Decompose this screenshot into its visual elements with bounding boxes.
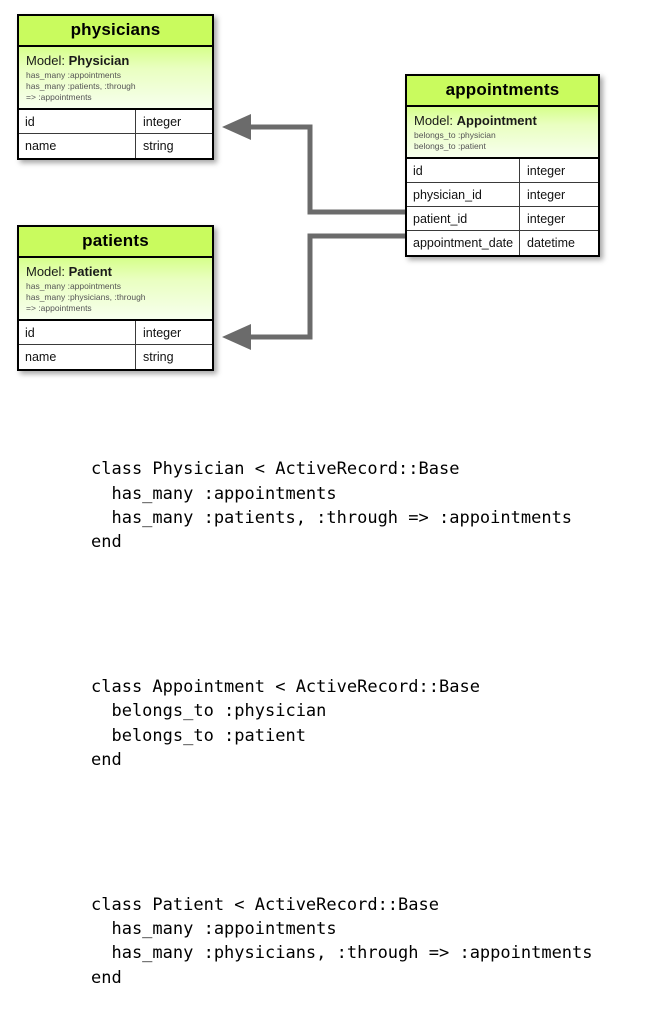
er-model-prefix: Model: — [26, 264, 69, 279]
er-association-line: belongs_to :physician — [414, 130, 496, 140]
er-association-line: => :appointments — [26, 92, 92, 102]
er-model-title: Model: Physician — [26, 53, 205, 68]
code-snippet-patient: class Patient < ActiveRecord::Base has_m… — [91, 895, 593, 988]
er-model-prefix: Model: — [26, 53, 69, 68]
er-model-section: Model: Physician has_many :appointments … — [19, 47, 212, 110]
code-snippet-appointment: class Appointment < ActiveRecord::Base b… — [91, 677, 480, 770]
er-model-name: Appointment — [456, 113, 537, 128]
er-column-type: integer — [527, 211, 566, 226]
er-column-type: integer — [527, 163, 566, 178]
er-column-type: string — [143, 350, 174, 364]
er-column-type: datetime — [527, 236, 575, 250]
er-column-list: id integer physician_id integer patient_… — [407, 159, 598, 255]
code-spacer — [91, 820, 651, 844]
er-column-name: physician_id — [407, 183, 520, 206]
er-model-name: Patient — [68, 264, 112, 279]
relation-arrow-patient-id — [250, 233, 405, 340]
er-column-name: name — [19, 134, 136, 158]
er-table-title: appointments — [407, 76, 598, 107]
er-association-line: has_many :appointments — [26, 70, 121, 80]
er-column-name: name — [19, 345, 136, 369]
code-block: class Physician < ActiveRecord::Base has… — [91, 409, 651, 1014]
arrowhead-patients — [222, 324, 251, 350]
er-table-appointments: appointments Model: Appointment belongs_… — [405, 74, 600, 257]
er-model-section: Model: Appointment belongs_to :physician… — [407, 107, 598, 159]
er-column-name: appointment_date — [407, 231, 520, 255]
er-column-row: id integer — [19, 110, 212, 134]
er-column-type: integer — [527, 187, 566, 202]
er-association-line: => :appointments — [26, 303, 92, 313]
er-model-name: Physician — [68, 53, 130, 68]
er-column-row: name string — [19, 345, 212, 369]
er-column-row: id integer — [407, 159, 598, 183]
er-model-title: Model: Appointment — [414, 113, 591, 128]
er-association-line: has_many :patients, :through — [26, 81, 136, 91]
er-column-type: string — [143, 139, 174, 153]
er-model-section: Model: Patient has_many :appointments ha… — [19, 258, 212, 321]
er-column-name: id — [19, 321, 136, 344]
er-association-line: has_many :physicians, :through — [26, 292, 146, 302]
er-association-line: has_many :appointments — [26, 281, 121, 291]
er-column-type: integer — [143, 114, 182, 129]
er-column-list: id integer name string — [19, 110, 212, 158]
er-column-row: id integer — [19, 321, 212, 345]
er-column-name: id — [407, 159, 520, 182]
er-column-name: patient_id — [407, 207, 520, 230]
er-column-name: id — [19, 110, 136, 133]
code-snippet-physician: class Physician < ActiveRecord::Base has… — [91, 459, 573, 553]
er-table-patients: patients Model: Patient has_many :appoin… — [17, 225, 214, 371]
er-table-title: patients — [19, 227, 212, 258]
er-column-list: id integer name string — [19, 321, 212, 369]
code-spacer — [91, 603, 651, 627]
er-table-physicians: physicians Model: Physician has_many :ap… — [17, 14, 214, 160]
er-model-prefix: Model: — [414, 113, 457, 128]
arrowhead-physicians — [222, 114, 251, 140]
relation-arrow-physician-id — [250, 124, 405, 215]
er-association-line: belongs_to :patient — [414, 141, 486, 151]
er-model-title: Model: Patient — [26, 264, 205, 279]
er-column-row: name string — [19, 134, 212, 158]
er-column-row: patient_id integer — [407, 207, 598, 231]
er-column-row: appointment_date datetime — [407, 231, 598, 255]
er-table-title: physicians — [19, 16, 212, 47]
er-column-row: physician_id integer — [407, 183, 598, 207]
er-column-type: integer — [143, 325, 182, 340]
